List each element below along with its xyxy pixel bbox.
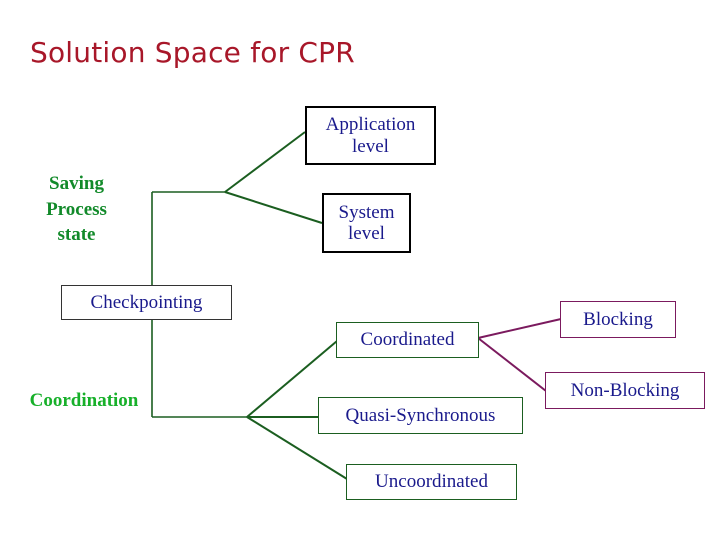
node-non-blocking[interactable]: Non-Blocking [545,372,705,409]
edge-to-coordinated [246,340,338,418]
node-coordinated[interactable]: Coordinated [336,322,479,358]
edge-to-application-level [224,131,306,193]
edge-to-uncoordinated [246,416,348,480]
node-blocking[interactable]: Blocking [560,301,676,338]
edge-to-system-level [224,191,323,224]
page-title: Solution Space for CPR [30,36,355,69]
node-checkpointing[interactable]: Checkpointing [61,285,232,320]
edge-to-blocking [477,318,562,339]
node-quasi-synchronous[interactable]: Quasi-Synchronous [318,397,523,434]
group-label-coordination: Coordination [29,390,139,411]
group-label-saving-process-state: Saving Process state [46,173,107,246]
node-application-level[interactable]: Application level [305,106,436,165]
edge-to-non-blocking [477,337,547,392]
node-system-level[interactable]: System level [322,193,411,253]
node-uncoordinated[interactable]: Uncoordinated [346,464,517,500]
